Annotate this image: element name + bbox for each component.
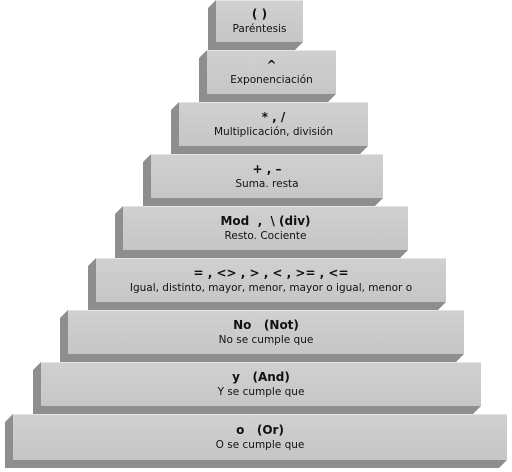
level-label: Multiplicación, división (214, 126, 333, 138)
pyramid-level-and: y (And) Y se cumple que (33, 362, 481, 414)
pyramid-level-exponentiation: ^ Exponenciación (199, 50, 336, 102)
level-label: Exponenciación (230, 74, 313, 86)
level-operator: Mod , \ (div) (220, 214, 311, 228)
level-operator: ^ (266, 58, 277, 72)
level-operator: No (Not) (233, 318, 299, 332)
pyramid-level-parentheses: ( ) Paréntesis (208, 0, 303, 50)
pyramid-level-comparison: = , <> , > , < , >= , <= Igual, distinto… (88, 258, 446, 310)
pyramid-level-addition: + , – Suma. resta (143, 154, 383, 206)
level-operator: + , – (252, 162, 282, 176)
level-label: Suma. resta (235, 178, 299, 190)
level-label: Resto. Cociente (224, 230, 307, 242)
pyramid-level-not: No (Not) No se cumple que (60, 310, 464, 362)
level-label: Igual, distinto, mayor, menor, mayor o i… (129, 282, 413, 294)
level-operator: y (And) (232, 370, 290, 384)
pyramid-level-multiplication: * , / Multiplicación, división (171, 102, 368, 154)
level-operator: o (Or) (236, 423, 284, 437)
level-operator: * , / (261, 110, 286, 124)
pyramid-level-or: o (Or) O se cumple que (5, 414, 507, 468)
level-label: Y se cumple que (217, 386, 305, 398)
level-label: Paréntesis (232, 23, 287, 35)
level-operator: ( ) (251, 7, 268, 21)
level-label: O se cumple que (215, 439, 305, 451)
level-operator: = , <> , > , < , >= , <= (193, 266, 349, 280)
pyramid-level-mod-div: Mod , \ (div) Resto. Cociente (115, 206, 408, 258)
level-label: No se cumple que (218, 334, 314, 346)
